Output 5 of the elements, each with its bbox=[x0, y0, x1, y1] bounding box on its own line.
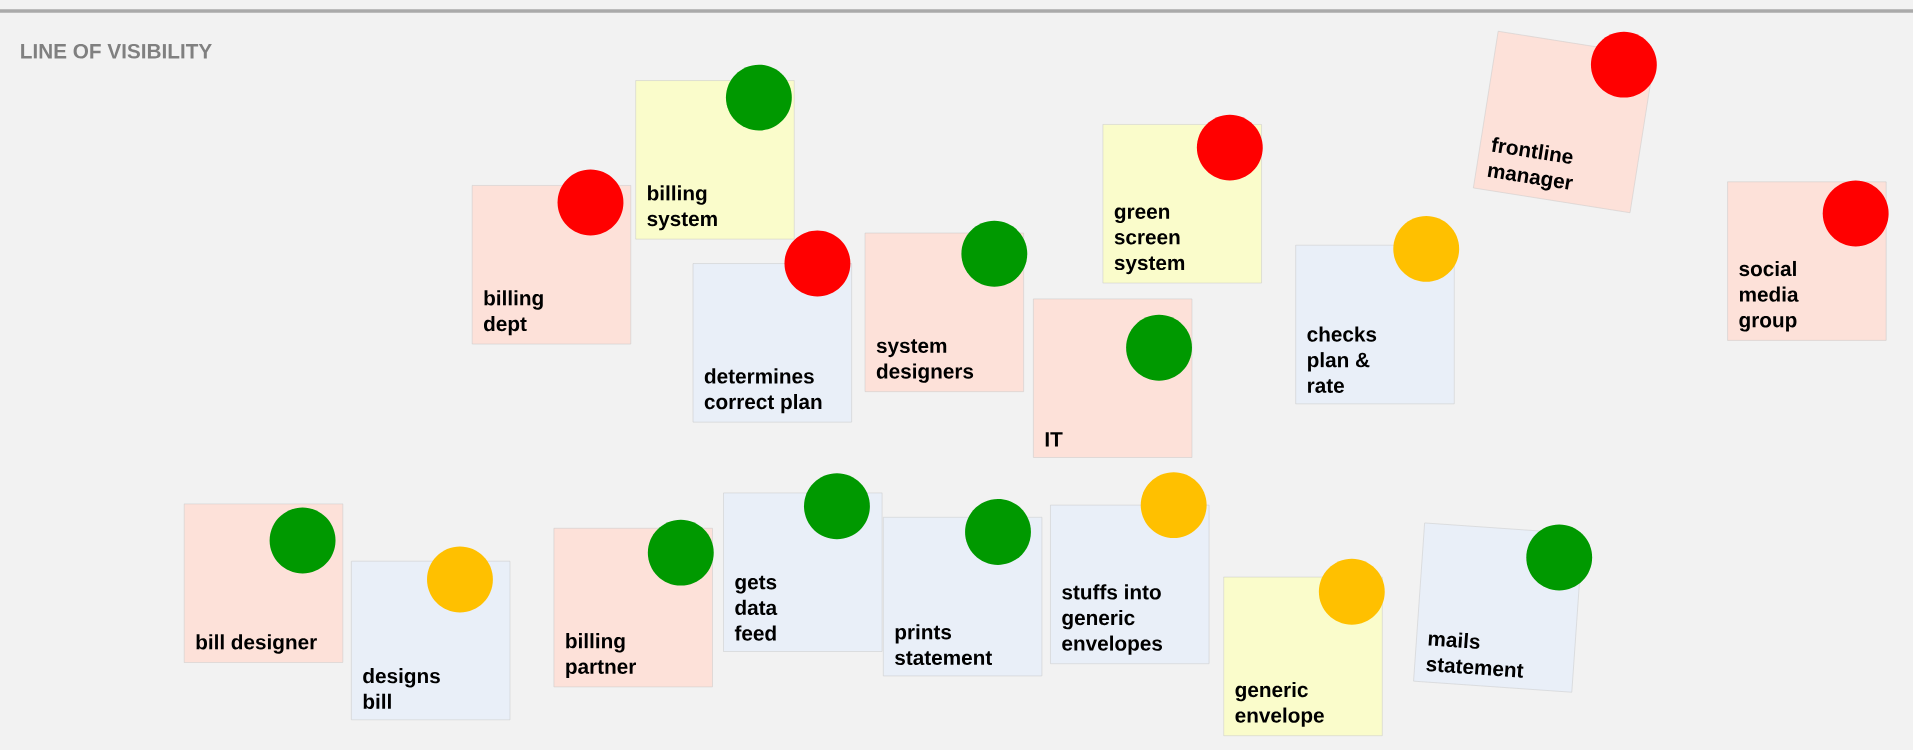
section-label: LINE OF VISIBILITY bbox=[21, 43, 212, 59]
sticky-note: checks plan & rate bbox=[1295, 244, 1455, 404]
sticky-note: stuffs into generic envelopes bbox=[1050, 504, 1210, 664]
sticky-note: gets data feed bbox=[723, 492, 883, 652]
sticky-note: determines correct plan bbox=[692, 263, 852, 423]
